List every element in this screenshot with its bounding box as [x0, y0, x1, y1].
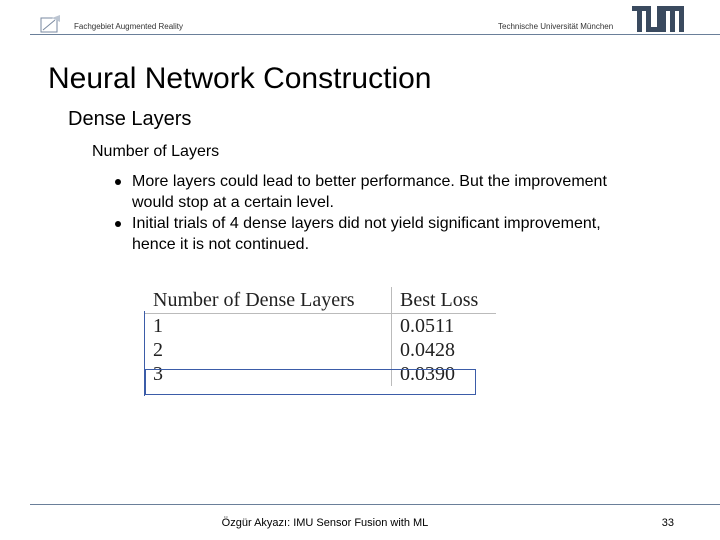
slide-subtitle: Dense Layers — [68, 108, 192, 130]
bullet-dot-icon — [115, 221, 121, 227]
table-cell: 2 — [153, 338, 163, 361]
table-cell: 0.0390 — [391, 362, 496, 386]
bullet-dot-icon — [115, 179, 121, 185]
bullet-item: Initial trials of 4 dense layers did not… — [112, 213, 612, 255]
table-cell: 0.0428 — [391, 338, 496, 362]
table-cell: 1 — [153, 314, 163, 337]
table-cell: 3 — [153, 362, 163, 385]
bullet-item: More layers could lead to better perform… — [112, 171, 612, 213]
table-header-cell: Best Loss — [391, 287, 496, 314]
slide-title: Neural Network Construction — [48, 62, 432, 95]
section-heading: Number of Layers — [92, 143, 220, 160]
bullet-list: More layers could lead to better perform… — [112, 171, 612, 255]
department-label: Fachgebiet Augmented Reality — [74, 22, 183, 31]
footer-divider — [30, 504, 720, 505]
bullet-text: Initial trials of 4 dense layers did not… — [132, 215, 601, 253]
table-row: 1 0.0511 — [145, 313, 496, 338]
augmented-reality-logo-icon — [40, 15, 60, 33]
table-cell: 0.0511 — [391, 313, 496, 338]
table-left-border — [144, 311, 145, 396]
table-row-highlighted: 3 0.0390 — [145, 362, 496, 386]
bullet-text: More layers could lead to better perform… — [132, 173, 607, 211]
table-header-cell: Number of Dense Layers — [145, 287, 392, 314]
page-number: 33 — [661, 517, 674, 529]
footer-text: Özgür Akyazı: IMU Sensor Fusion with ML — [221, 517, 429, 529]
table-row: 2 0.0428 — [145, 338, 496, 362]
tum-logo-icon — [632, 6, 684, 32]
results-table: Number of Dense Layers Best Loss 1 0.051… — [145, 287, 496, 386]
university-label: Technische Universität München — [498, 22, 614, 31]
header-divider — [30, 34, 720, 35]
best-row-highlight — [145, 369, 476, 395]
table-header-row: Number of Dense Layers Best Loss — [145, 287, 496, 314]
